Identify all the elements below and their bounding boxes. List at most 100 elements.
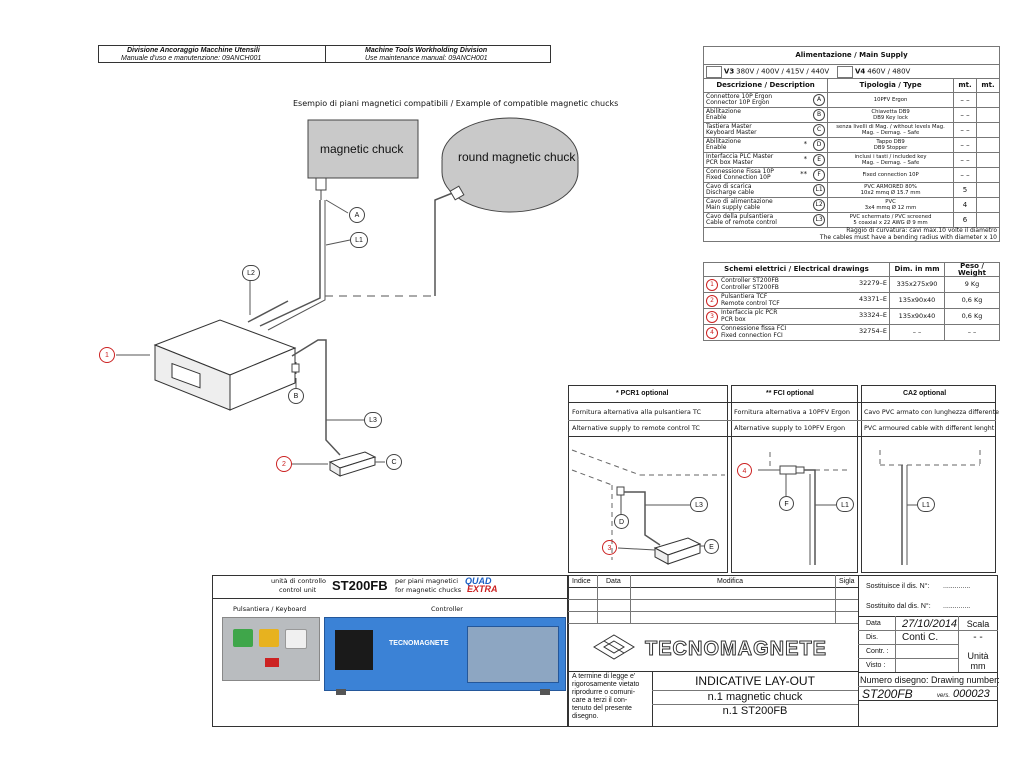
elec-row-num: 4 bbox=[706, 326, 718, 339]
row-desc-en: Fixed Connection 10P bbox=[706, 174, 771, 181]
row-desc-en: Main supply cable bbox=[706, 204, 761, 211]
legal-line: A termine di legge e' bbox=[572, 673, 636, 680]
row-type-1: Chiavetta DB9 bbox=[871, 108, 910, 115]
drawing-number: ST200FB bbox=[862, 687, 913, 701]
callout-A: A bbox=[349, 207, 365, 223]
logo-extra: EXTRA bbox=[467, 584, 498, 594]
replaced-by-value: .............. bbox=[943, 603, 971, 610]
version-value: 000023 bbox=[953, 688, 990, 700]
controller-brand: TECNOMAGNETE bbox=[389, 640, 449, 647]
drawing-title-1: INDICATIVE LAY-OUT bbox=[695, 674, 815, 688]
replaces-value: .............. bbox=[943, 583, 971, 590]
contr-label: Contr. : bbox=[866, 648, 889, 655]
row-type-1: PVC bbox=[885, 198, 896, 205]
keyboard-photo bbox=[222, 617, 320, 681]
header-block: Divisione Ancoraggio Macchine Utensili M… bbox=[98, 45, 551, 63]
opt-callout-E: E bbox=[704, 539, 719, 554]
product-panel bbox=[212, 575, 568, 727]
row-tag: B bbox=[813, 109, 826, 121]
opt3-line1: Cavo PVC armato con lunghezza differente bbox=[864, 409, 999, 416]
callout-B: B bbox=[288, 388, 304, 404]
legal-text: A termine di legge e' rigorosamente viet… bbox=[572, 673, 639, 721]
opt1-line2: Alternative supply to remote control TC bbox=[572, 424, 700, 432]
date-label: Data bbox=[866, 620, 881, 627]
row-type-1: PVC schermato / PVC screened bbox=[849, 213, 932, 220]
opt2-line1: Fornitura alternativa a 10PFV Ergon bbox=[734, 408, 850, 416]
brand-name: TECNOMAGNETE bbox=[645, 638, 827, 661]
row-desc-en: PCR box Master bbox=[706, 159, 754, 166]
opt-callout-F: F bbox=[779, 496, 794, 511]
elec-row-desc-en: PCR box bbox=[721, 315, 746, 323]
row-desc-en: Connector 10P Ergon bbox=[706, 99, 770, 106]
elec-row-code: 33324–E bbox=[858, 311, 887, 319]
row-desc-en: Discharge cable bbox=[706, 189, 755, 196]
elec-row-desc-it: Interfaccia plc PCR bbox=[721, 309, 778, 316]
callout-red-2: 2 bbox=[276, 456, 292, 472]
elec-row-desc-it: Controller ST200FB bbox=[721, 277, 779, 284]
brand-logo-icon bbox=[593, 634, 635, 660]
for-en: for magnetic chucks bbox=[395, 586, 462, 594]
controller-label: Controller bbox=[431, 605, 463, 613]
row-desc-it: Cavo della pulsantiera bbox=[706, 212, 774, 220]
elec-row-weight: – – bbox=[944, 324, 1000, 341]
opt1-line1: Fornitura alternativa alla pulsantiera T… bbox=[572, 408, 701, 416]
electrical-table: Schemi elettrici / Electrical drawings D… bbox=[703, 262, 1000, 341]
elec-row-code: 43371–E bbox=[858, 295, 887, 303]
row-type-1: Tappo DB9 bbox=[876, 138, 905, 145]
dis-label: Dis. bbox=[866, 634, 879, 641]
opt3-line2: PVC armoured cable with different lenght bbox=[864, 425, 995, 432]
row-type-2: Mag. – Demag. – Safe bbox=[861, 130, 920, 136]
callout-L1: L1 bbox=[350, 232, 368, 248]
callout-red-1: 1 bbox=[99, 347, 115, 363]
legal-line: rigorosamente vietato bbox=[572, 681, 640, 688]
elec-row-desc-it: Connessione fissa FCI bbox=[721, 325, 787, 332]
date-value: 27/10/2014 bbox=[902, 618, 958, 630]
visto-label: Visto : bbox=[866, 662, 886, 669]
scale-value: - - bbox=[973, 632, 983, 643]
magnetic-chuck-block bbox=[307, 119, 419, 179]
v3-code: V3 bbox=[723, 67, 735, 75]
version-label: vers. bbox=[937, 693, 951, 699]
elec-row-desc-it: Pulsantiera TCF bbox=[721, 293, 768, 300]
col-modifica: Modifica bbox=[717, 578, 744, 585]
row-desc-it: Abilitazione bbox=[706, 137, 741, 145]
elec-row-num: 3 bbox=[706, 310, 718, 323]
logo-quad: QUAD bbox=[465, 576, 492, 586]
for-it: per piani magnetici bbox=[395, 577, 459, 585]
legal-line: riprodurre o comuni- bbox=[572, 689, 636, 696]
row-type-1: PVC ARMORED 80% bbox=[864, 183, 917, 190]
title-block bbox=[568, 575, 998, 727]
elec-row-dim: – – bbox=[889, 324, 945, 341]
callout-L2: L2 bbox=[242, 265, 260, 281]
elec-row-num: 1 bbox=[706, 278, 718, 291]
row-tag: A bbox=[813, 94, 826, 106]
controller-photo: TECNOMAGNETE bbox=[324, 617, 566, 691]
legal-line: disegno. bbox=[572, 713, 599, 720]
elec-row-code: 32279–E bbox=[858, 279, 887, 287]
row-type-1: Fixed connection 10P bbox=[862, 171, 919, 178]
opt-callout-D: D bbox=[614, 514, 629, 529]
row-type-2: DB9 Stopper bbox=[873, 145, 908, 151]
row-desc-en: Enable bbox=[706, 114, 727, 121]
unit-value: mm bbox=[970, 661, 986, 671]
elec-row-num: 2 bbox=[706, 294, 718, 307]
opt-callout-L1-ca2: L1 bbox=[917, 497, 935, 512]
row-star: ** bbox=[800, 170, 808, 178]
row-tag: L3 bbox=[813, 214, 826, 226]
opt3-title: CA2 optional bbox=[903, 390, 947, 397]
opt-callout-red-3: 3 bbox=[602, 540, 617, 555]
drawing-number-label: Numero disegno: Drawing number: bbox=[860, 675, 1000, 685]
row-desc-it: Connettore 10P Ergon bbox=[706, 92, 773, 100]
opt-callout-L1-fci: L1 bbox=[836, 497, 854, 512]
row-desc-en: Keyboard Master bbox=[706, 129, 757, 136]
legal-line: care a terzi il con- bbox=[572, 697, 628, 704]
row-tag: L1 bbox=[813, 184, 826, 196]
unit-it: unità di controllo bbox=[271, 577, 326, 585]
drawing-title-2: n.1 magnetic chuck bbox=[707, 691, 803, 703]
col-date: Data bbox=[606, 578, 621, 585]
